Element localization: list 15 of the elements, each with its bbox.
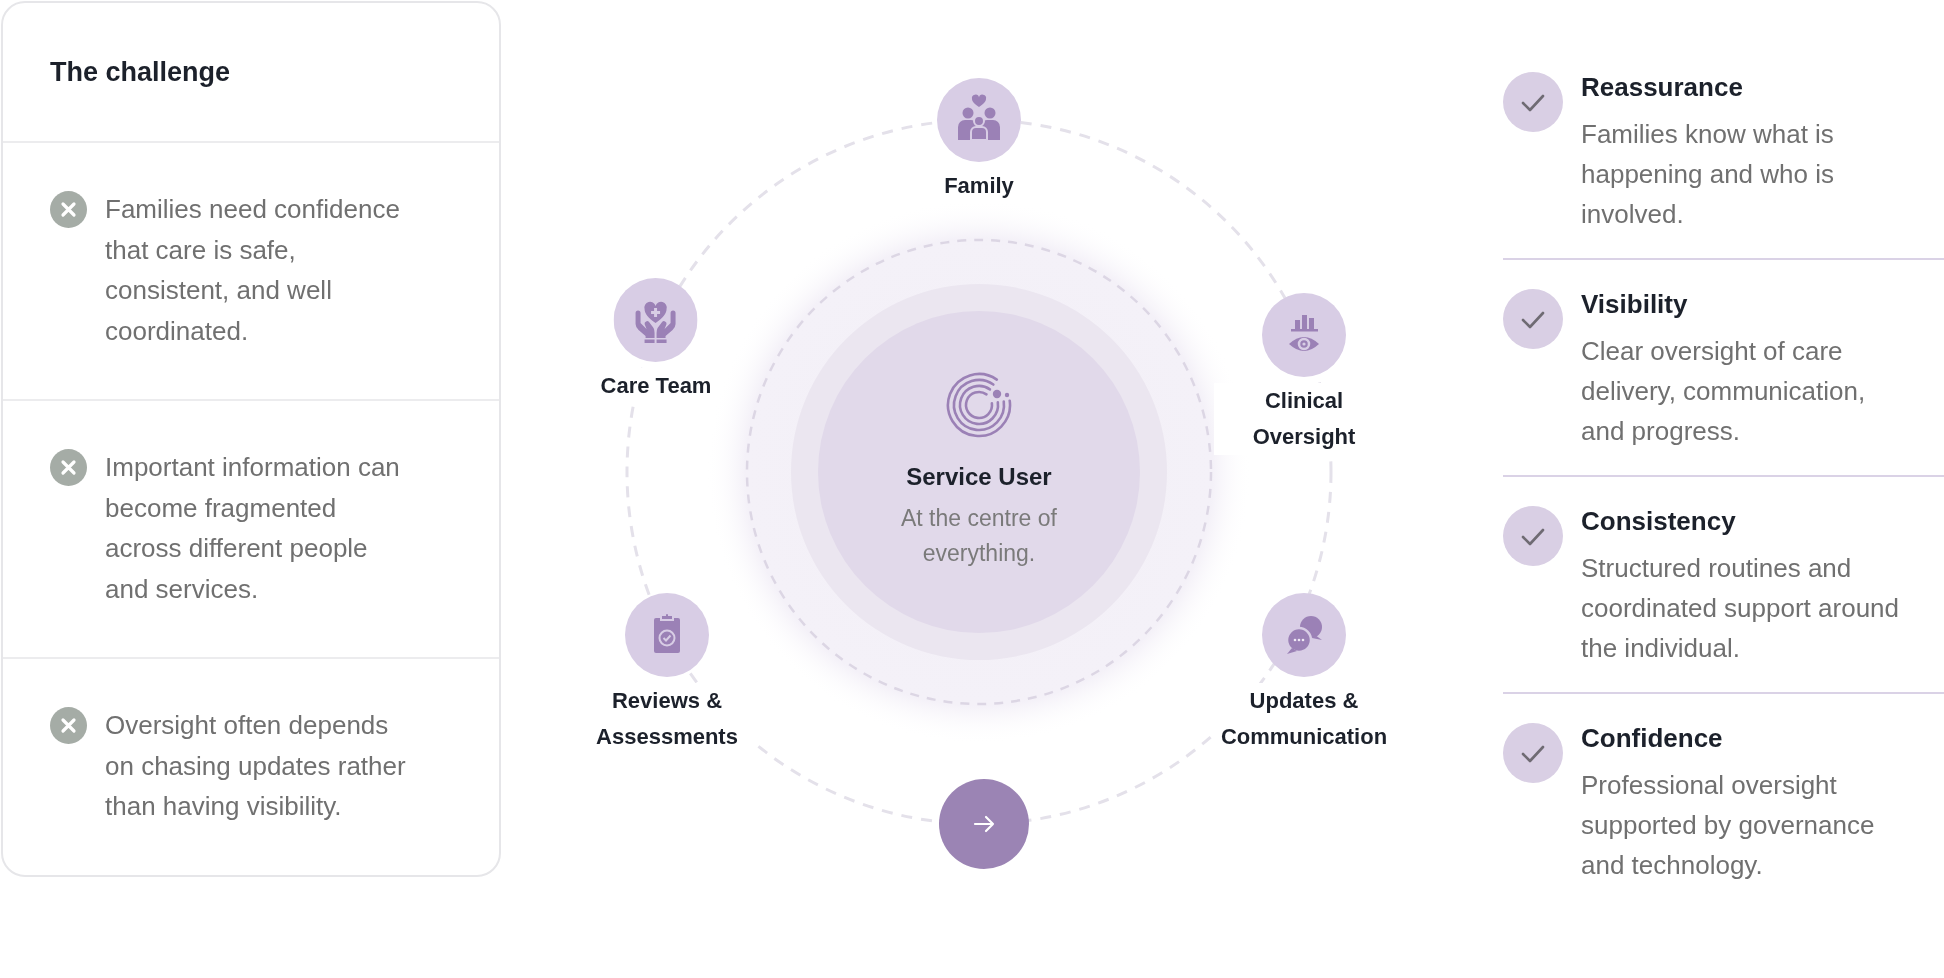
benefit-text: Professional oversight supported by governance and technology. xyxy=(1581,769,1876,882)
challenge-text: Families need confidence that care is safe, consistent, and well coordinated. xyxy=(105,193,401,348)
benefit-text: Families know what is happening and who is involved. xyxy=(1581,118,1835,231)
challenge-text: Important information can become fragmented across different people and services. xyxy=(105,451,401,606)
benefit-heading: Confidence xyxy=(1581,722,1723,754)
challenge-card xyxy=(1,1,501,877)
benefit-heading: Visibility xyxy=(1581,288,1688,320)
benefit-heading: Reassurance xyxy=(1581,71,1743,103)
benefit-text: Structured routines and coordinated support around the individual. xyxy=(1581,552,1900,665)
benefit-heading: Consistency xyxy=(1581,505,1736,537)
node-title: Service User xyxy=(906,462,1052,492)
card-heading: The challenge xyxy=(50,56,231,89)
benefit-text: Clear oversight of care delivery, communication, and progress. xyxy=(1581,335,1867,448)
node-description: At the centre of everything. xyxy=(900,504,1058,568)
challenge-text: Oversight often depends on chasing updates rather than having visibility. xyxy=(105,709,407,823)
